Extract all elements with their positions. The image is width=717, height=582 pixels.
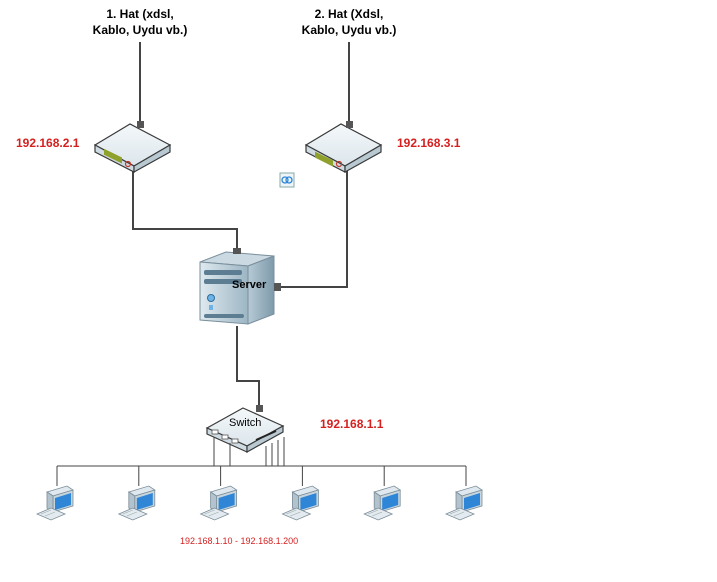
switch-icon bbox=[205, 405, 285, 454]
switch-label: Switch bbox=[229, 417, 262, 429]
connector-icon bbox=[279, 172, 295, 188]
line1-label: 1. Hat (xdsl, Kablo, Uydu vb.) bbox=[82, 6, 198, 38]
client-computer-icon bbox=[444, 485, 483, 521]
modem-2 bbox=[304, 121, 383, 174]
server-icon bbox=[199, 248, 281, 325]
line1-subtitle: Kablo, Uydu vb.) bbox=[92, 23, 188, 37]
wire-modem2-server bbox=[280, 170, 348, 288]
wire-server-switch bbox=[236, 326, 260, 408]
client-computer-icon bbox=[281, 485, 320, 521]
clients-ip-range: 192.168.1.10 - 192.168.1.200 bbox=[180, 536, 299, 546]
modem1-ip: 192.168.2.1 bbox=[16, 136, 80, 150]
client-computer-icon bbox=[199, 485, 238, 521]
line1-title: 1. Hat (xdsl, bbox=[106, 7, 174, 21]
client-computer-icon bbox=[363, 485, 402, 521]
switch-ip: 192.168.1.1 bbox=[320, 417, 384, 431]
server-label: Server bbox=[232, 279, 267, 291]
clients-group bbox=[35, 466, 483, 521]
modem-1 bbox=[93, 121, 172, 174]
line2-label: 2. Hat (Xdsl, Kablo, Uydu vb.) bbox=[291, 6, 407, 38]
line2-title: 2. Hat (Xdsl, bbox=[314, 7, 384, 21]
modem2-ip: 192.168.3.1 bbox=[397, 136, 461, 150]
line2-subtitle: Kablo, Uydu vb.) bbox=[301, 23, 397, 37]
wire-modem1-server bbox=[132, 170, 238, 252]
client-computer-icon bbox=[117, 485, 156, 521]
client-computer-icon bbox=[35, 485, 74, 521]
switch-port-lines bbox=[213, 437, 285, 466]
